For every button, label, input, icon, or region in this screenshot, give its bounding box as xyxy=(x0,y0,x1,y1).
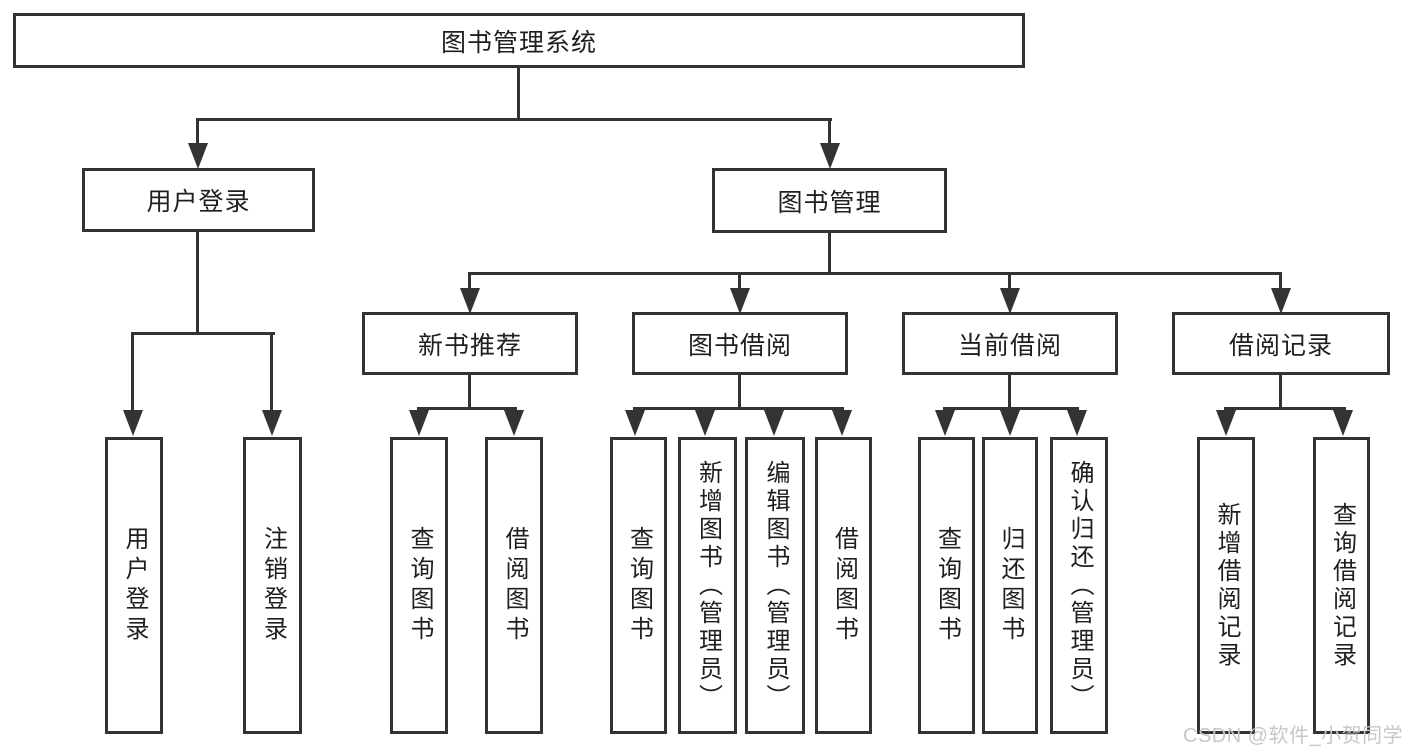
node-borrowing-records: 借阅记录 xyxy=(1172,312,1390,375)
node-library-management-system: 图书管理系统 xyxy=(13,13,1025,68)
connector-user-login-rail xyxy=(131,332,275,335)
connector-new-book-rail xyxy=(417,407,517,410)
connector-book-management-stem xyxy=(828,232,831,274)
arrow-down-icon xyxy=(730,288,750,314)
connector-book-borrowing-rail xyxy=(633,407,844,410)
connector-drop-book-borrowing xyxy=(738,272,741,290)
arrow-down-icon xyxy=(935,410,955,436)
connector-root-stem xyxy=(517,68,520,120)
node-query-books: 查询图书 xyxy=(610,437,667,734)
connector-book-management-rail xyxy=(468,272,1282,275)
node-confirm-return-admin: 确认归还（管理员） xyxy=(1050,437,1108,734)
connector-drop-new-book xyxy=(468,272,471,290)
arrow-down-icon xyxy=(832,410,852,436)
node-user-login-leaf: 用户登录 xyxy=(105,437,163,734)
arrow-down-icon xyxy=(1000,410,1020,436)
node-query-books: 查询图书 xyxy=(390,437,448,734)
node-new-book-recommendation: 新书推荐 xyxy=(362,312,578,375)
connector-drop-user-login xyxy=(196,118,199,146)
connector-drop-user-login-leaf xyxy=(131,332,134,412)
connector-borrowing-records-rail xyxy=(1224,407,1346,410)
arrow-down-icon xyxy=(764,410,784,436)
arrow-down-icon xyxy=(695,410,715,436)
arrow-down-icon xyxy=(262,410,282,436)
arrow-down-icon xyxy=(1271,288,1291,314)
connector-drop-logout-leaf xyxy=(270,332,273,412)
watermark: CSDN @软件_小贺同学 xyxy=(1183,725,1404,747)
connector-borrowing-records-stem xyxy=(1279,374,1282,409)
connector-current-borrowing-stem xyxy=(1008,374,1011,409)
arrow-down-icon xyxy=(504,410,524,436)
node-edit-books-admin: 编辑图书（管理员） xyxy=(745,437,805,734)
node-user-login: 用户登录 xyxy=(82,168,315,232)
node-book-management: 图书管理 xyxy=(712,168,947,233)
arrow-down-icon xyxy=(1000,288,1020,314)
node-return-books: 归还图书 xyxy=(982,437,1038,734)
arrow-down-icon xyxy=(460,288,480,314)
connector-root-rail xyxy=(197,118,832,121)
node-borrow-books: 借阅图书 xyxy=(815,437,872,734)
connector-drop-book-management xyxy=(828,118,831,146)
arrow-down-icon xyxy=(1216,410,1236,436)
arrow-down-icon xyxy=(188,143,208,169)
arrow-down-icon xyxy=(123,410,143,436)
connector-drop-borrowing-records xyxy=(1279,272,1282,290)
connector-new-book-stem xyxy=(468,374,471,409)
node-book-borrowing: 图书借阅 xyxy=(632,312,848,375)
node-logout: 注销登录 xyxy=(243,437,302,734)
node-query-borrowing-record: 查询借阅记录 xyxy=(1313,437,1370,734)
arrow-down-icon xyxy=(1333,410,1353,436)
arrow-down-icon xyxy=(409,410,429,436)
node-borrow-books: 借阅图书 xyxy=(485,437,543,734)
node-add-borrowing-record: 新增借阅记录 xyxy=(1197,437,1255,734)
connector-current-borrowing-rail xyxy=(943,407,1079,410)
arrow-down-icon xyxy=(625,410,645,436)
arrow-down-icon xyxy=(820,143,840,169)
connector-drop-current-borrowing xyxy=(1008,272,1011,290)
arrow-down-icon xyxy=(1067,410,1087,436)
connector-book-borrowing-stem xyxy=(738,374,741,409)
node-query-books: 查询图书 xyxy=(918,437,975,734)
node-add-books-admin: 新增图书（管理员） xyxy=(678,437,737,734)
node-current-borrowing: 当前借阅 xyxy=(902,312,1118,375)
connector-user-login-stem xyxy=(196,232,199,334)
